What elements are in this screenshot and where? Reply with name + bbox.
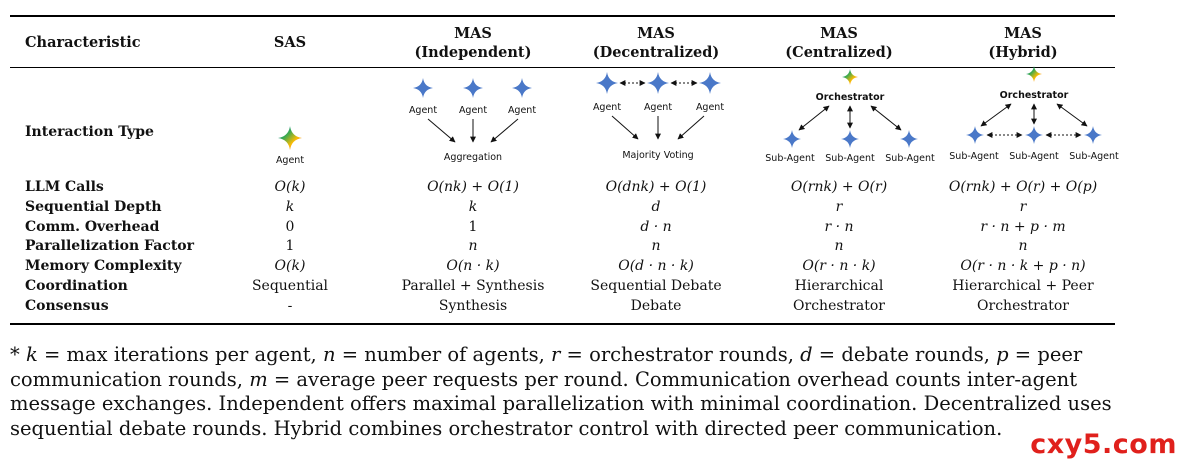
svg-text:Agent: Agent bbox=[593, 102, 621, 113]
diagram-hybrid: Orchestrator Sub-Agent Sub-Agent Sub-Age… bbox=[943, 62, 1123, 172]
table-cell: 1 bbox=[285, 238, 295, 255]
sas-agent-label: Agent bbox=[276, 155, 304, 166]
footnote-fragment: = debate rounds, bbox=[812, 343, 997, 366]
header-mas-hybrid: MAS (Hybrid) bbox=[988, 25, 1058, 61]
row-label: Coordination bbox=[25, 278, 128, 294]
table-cell: r · n + p · m bbox=[980, 218, 1066, 235]
table-cell: O(d · n · k) bbox=[618, 258, 694, 275]
table-cell: n bbox=[1018, 238, 1028, 255]
footnote-fragment: = number of agents, bbox=[335, 343, 552, 366]
table-cell: Hierarchical bbox=[794, 278, 884, 294]
watermark: cxy5.com bbox=[1030, 429, 1177, 460]
svg-text:Agent: Agent bbox=[696, 102, 724, 113]
table-cell: 0 bbox=[285, 218, 295, 235]
footnote-fragment: n bbox=[322, 343, 336, 366]
footnote-fragment: = max iterations per agent, bbox=[37, 343, 323, 366]
row-label: Memory Complexity bbox=[25, 258, 182, 275]
table-cell: n bbox=[834, 238, 844, 255]
agent-star-icon bbox=[413, 78, 433, 98]
gemini-star-icon bbox=[278, 126, 302, 150]
table-cell: k bbox=[285, 198, 295, 215]
svg-text:Agent: Agent bbox=[508, 105, 536, 116]
table-cell: d · n bbox=[640, 218, 672, 235]
table-cell: n bbox=[468, 238, 478, 255]
table-cell: Debate bbox=[630, 297, 682, 314]
diagram-sas: Agent bbox=[250, 62, 330, 172]
table-bottom-rule bbox=[10, 323, 1115, 325]
agent-star-icon bbox=[463, 78, 483, 98]
table-cell: Sequential bbox=[251, 278, 329, 294]
row-label: LLM Calls bbox=[25, 179, 104, 195]
footnote-fragment: r bbox=[551, 343, 561, 366]
table-top-rule bbox=[10, 15, 1115, 17]
row-label: Consensus bbox=[25, 297, 109, 314]
svg-text:Orchestrator: Orchestrator bbox=[816, 92, 885, 103]
table-cell: O(r · n · k + p · n) bbox=[960, 258, 1086, 275]
table-cell: Hierarchical + Peer bbox=[952, 278, 1094, 294]
table-cell: Parallel + Synthesis bbox=[401, 278, 545, 294]
table-cell: Orchestrator bbox=[793, 297, 885, 314]
svg-text:Sub-Agent: Sub-Agent bbox=[885, 153, 935, 164]
table-cell: O(k) bbox=[274, 258, 306, 275]
svg-text:Sub-Agent: Sub-Agent bbox=[1009, 151, 1059, 162]
table-cell: O(nk) + O(1) bbox=[427, 179, 519, 195]
table-cell: 1 bbox=[468, 218, 478, 235]
footnote-fragment: k bbox=[25, 343, 38, 366]
table-cell: Sequential Debate bbox=[590, 278, 722, 294]
table-cell: r bbox=[1019, 198, 1027, 215]
row-label: Sequential Depth bbox=[25, 198, 162, 215]
aggregation-label: Aggregation bbox=[444, 152, 502, 163]
table-cell: r bbox=[835, 198, 843, 215]
header-characteristic: Characteristic bbox=[25, 34, 141, 51]
header-sas: SAS bbox=[273, 34, 307, 51]
majority-voting-label: Majority Voting bbox=[622, 150, 693, 161]
row-label-interaction-type: Interaction Type bbox=[25, 124, 154, 140]
agent-star-icon bbox=[512, 78, 532, 98]
svg-text:Sub-Agent: Sub-Agent bbox=[949, 151, 999, 162]
diagram-independent: Agent Agent Agent Aggregation bbox=[393, 62, 553, 172]
svg-text:Agent: Agent bbox=[409, 105, 437, 116]
svg-text:Sub-Agent: Sub-Agent bbox=[1069, 151, 1119, 162]
table-cell: Orchestrator bbox=[977, 297, 1069, 314]
row-label: Comm. Overhead bbox=[25, 218, 160, 235]
diagram-decentralized: Agent Agent Agent Majority Voting bbox=[576, 62, 736, 172]
table-cell: - bbox=[287, 297, 293, 314]
table-cell: k bbox=[468, 198, 478, 215]
svg-text:Agent: Agent bbox=[459, 105, 487, 116]
footnote-fragment: = average peer requests per round. Commu… bbox=[10, 367, 1112, 440]
svg-text:Orchestrator: Orchestrator bbox=[1000, 90, 1069, 101]
svg-text:Sub-Agent: Sub-Agent bbox=[765, 153, 815, 164]
table-cell: Synthesis bbox=[438, 297, 508, 314]
table-cell: O(r · n · k) bbox=[802, 258, 876, 275]
table-cell: O(n · k) bbox=[446, 258, 500, 275]
svg-text:Sub-Agent: Sub-Agent bbox=[825, 153, 875, 164]
table-cell: r · n bbox=[824, 218, 854, 235]
table-cell: O(rnk) + O(r) bbox=[790, 179, 888, 195]
svg-text:Agent: Agent bbox=[644, 102, 672, 113]
header-mas-decentralized: MAS (Decentralized) bbox=[592, 25, 720, 61]
footnote-fragment: m bbox=[249, 367, 268, 391]
footnote-fragment: = peer communication rounds, bbox=[10, 343, 1083, 391]
footnote-fragment: p bbox=[996, 343, 1009, 366]
table-cell: O(dnk) + O(1) bbox=[605, 179, 707, 195]
header-mas-independent: MAS (Independent) bbox=[414, 25, 532, 61]
footnote-fragment: = orchestrator rounds, bbox=[560, 343, 801, 366]
footnote: * k = max iterations per agent, n = numb… bbox=[10, 343, 1112, 440]
table-cell: d bbox=[651, 198, 661, 215]
diagram-centralized: Orchestrator Sub-Agent Sub-Agent Sub-Age… bbox=[759, 62, 939, 172]
footnote-fragment: d bbox=[800, 343, 813, 366]
table-cell: O(rnk) + O(r) + O(p) bbox=[948, 179, 1098, 195]
table-header-rule bbox=[10, 67, 1115, 68]
row-label: Parallelization Factor bbox=[25, 238, 194, 255]
table-cell: O(k) bbox=[274, 179, 306, 195]
header-mas-centralized: MAS (Centralized) bbox=[785, 25, 893, 61]
table-cell: n bbox=[651, 238, 661, 255]
